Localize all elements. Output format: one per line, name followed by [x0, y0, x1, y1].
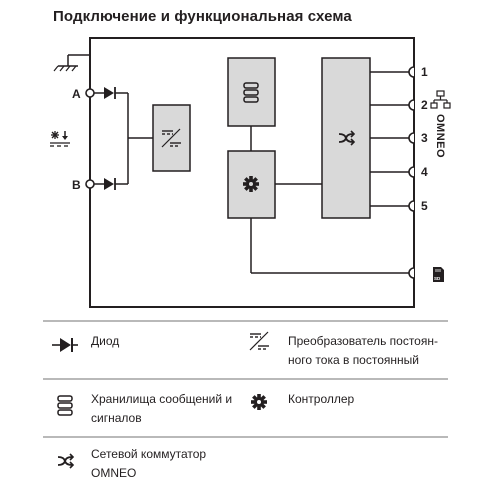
diode-icon: [52, 338, 78, 352]
legend-text-line: сигналов: [91, 411, 142, 425]
sd-socket: [408, 267, 415, 279]
port-2-socket: [408, 99, 415, 111]
legend-row: [43, 436, 448, 496]
port-label-1: 1: [421, 65, 428, 79]
legend-text-line: Преобразователь постоян-: [288, 334, 438, 348]
snowflake-temperature-icon: [50, 131, 70, 147]
message-storage-block: [227, 57, 276, 127]
legend-row: [43, 378, 448, 438]
input-b-label: B: [72, 178, 81, 192]
sd-card-icon: SD: [433, 267, 444, 282]
port-1-socket: [408, 66, 415, 78]
legend-text-controller: Контроллер: [288, 392, 355, 406]
dc-dc-converter-icon: [249, 331, 270, 351]
input-a-label: A: [72, 87, 81, 101]
page-title: Подключение и функциональная схема: [53, 8, 352, 25]
port-5-socket: [408, 200, 415, 212]
legend-text-switch: Сетевой коммутатор OMNEO: [91, 445, 206, 483]
legend-text-line: Сетевой коммутатор: [91, 447, 207, 461]
gear-icon: [243, 176, 259, 192]
network-label: OMNEO: [434, 114, 446, 158]
legend-text-storage: Хранилища сообщений и сигналов: [91, 390, 232, 428]
port-label-2: 2: [421, 98, 428, 112]
functional-diagram: A B 1 2: [50, 37, 451, 308]
message-storage-icon: [57, 395, 73, 416]
legend-text-line: ного тока в постоянный: [288, 353, 419, 367]
gear-icon: [251, 394, 267, 410]
diode-icon: [104, 178, 116, 190]
legend-text-line: Хранилища сообщений и: [91, 392, 233, 406]
port-label-4: 4: [421, 165, 428, 179]
ground-icon: [53, 54, 90, 72]
port-label-5: 5: [421, 199, 428, 213]
port-4-socket: [408, 166, 415, 178]
port-3-socket: [408, 132, 415, 144]
svg-text:SD: SD: [434, 276, 441, 281]
network-switch-icon: [57, 453, 74, 469]
input-a-terminal: [85, 88, 95, 98]
diode-icon: [104, 87, 116, 99]
legend-text-line: OMNEO: [91, 466, 137, 480]
legend-row: [43, 320, 448, 380]
legend-text-diode: Диод: [91, 334, 120, 348]
input-b-terminal: [85, 179, 95, 189]
legend-text-converter: Преобразователь постоян- ного тока в пос…: [288, 332, 438, 370]
network-icon: [430, 90, 451, 109]
port-label-3: 3: [421, 131, 428, 145]
